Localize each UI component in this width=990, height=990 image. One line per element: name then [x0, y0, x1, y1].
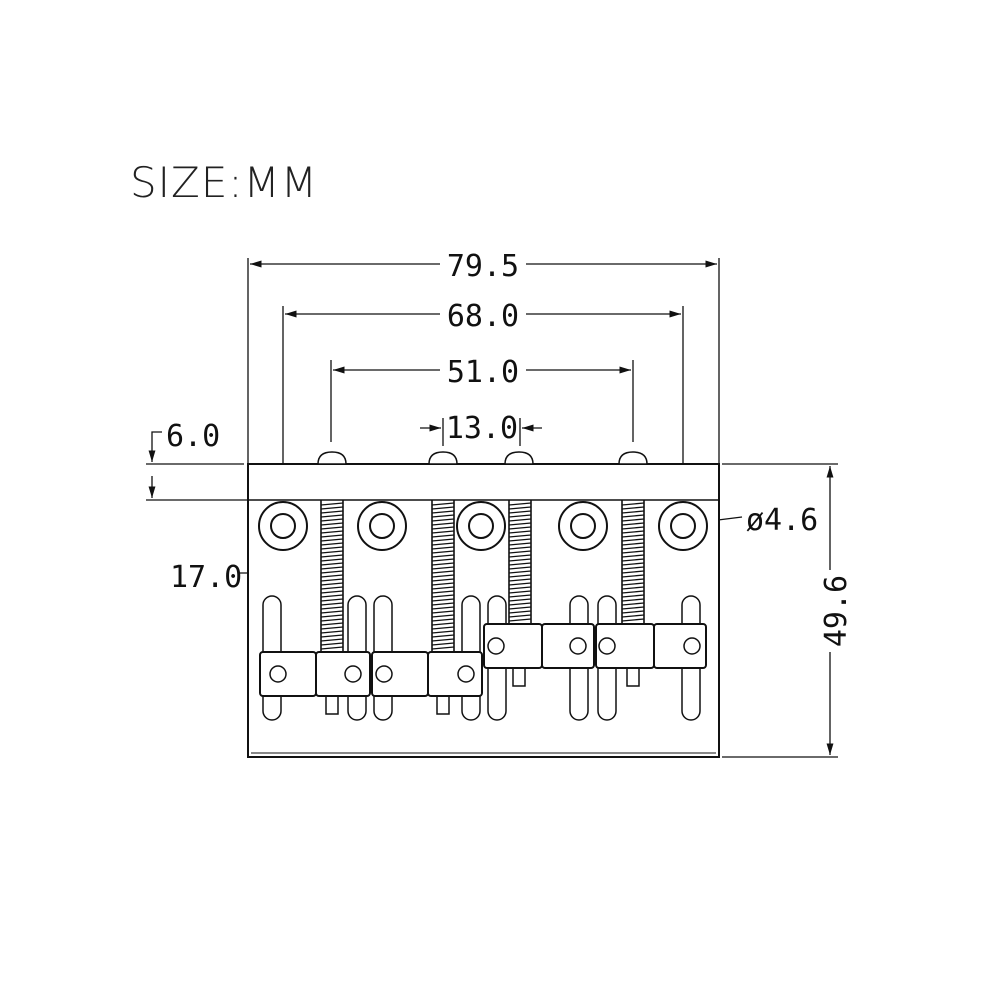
dimension-outer-hole-span: 68.0 — [282, 299, 684, 575]
pin — [626, 667, 640, 687]
coil-spring — [508, 500, 532, 624]
top-offset-label: 6.0 — [166, 419, 220, 454]
overall-height-label: 49.6 — [819, 575, 854, 647]
dimension-overall-height: 49.6 — [722, 463, 854, 758]
screw-head — [504, 451, 534, 465]
mounting-hole — [558, 501, 608, 551]
dimension-inner-screw-span: 13.0 — [420, 411, 542, 446]
screw-head — [428, 451, 458, 465]
overall-width-label: 79.5 — [447, 249, 519, 284]
pin — [325, 695, 339, 715]
saddle — [483, 623, 595, 669]
coil-spring — [320, 500, 344, 652]
saddle — [595, 623, 707, 669]
saddle-pins — [325, 667, 640, 715]
dimension-overall-width: 79.5 — [247, 249, 720, 500]
screw-head — [317, 451, 347, 465]
intonation-springs — [320, 500, 645, 652]
dimension-top-offset: 6.0 — [146, 419, 248, 501]
mounting-hole — [456, 501, 506, 551]
intonation-screw-heads — [317, 451, 648, 465]
hole-diameter-label: ø4.6 — [746, 503, 818, 538]
coil-spring — [621, 500, 645, 624]
hole-pitch-label: 17.0 — [170, 560, 242, 595]
mounting-hole — [658, 501, 708, 551]
saddle — [259, 651, 371, 697]
size-unit-title: SIZE:MM — [130, 158, 318, 207]
screw-head — [618, 451, 648, 465]
pin — [512, 667, 526, 687]
inner-screw-span-label: 13.0 — [446, 411, 518, 446]
pin — [436, 695, 450, 715]
outer-screw-span-label: 51.0 — [447, 355, 519, 390]
saddles — [259, 623, 707, 697]
outer-hole-span-label: 68.0 — [447, 299, 519, 334]
mounting-hole — [258, 501, 308, 551]
coil-spring — [431, 500, 455, 652]
dimension-outer-screw-span: 51.0 — [330, 355, 634, 442]
mounting-holes — [258, 501, 708, 551]
saddle — [371, 651, 483, 697]
mounting-hole — [357, 501, 407, 551]
